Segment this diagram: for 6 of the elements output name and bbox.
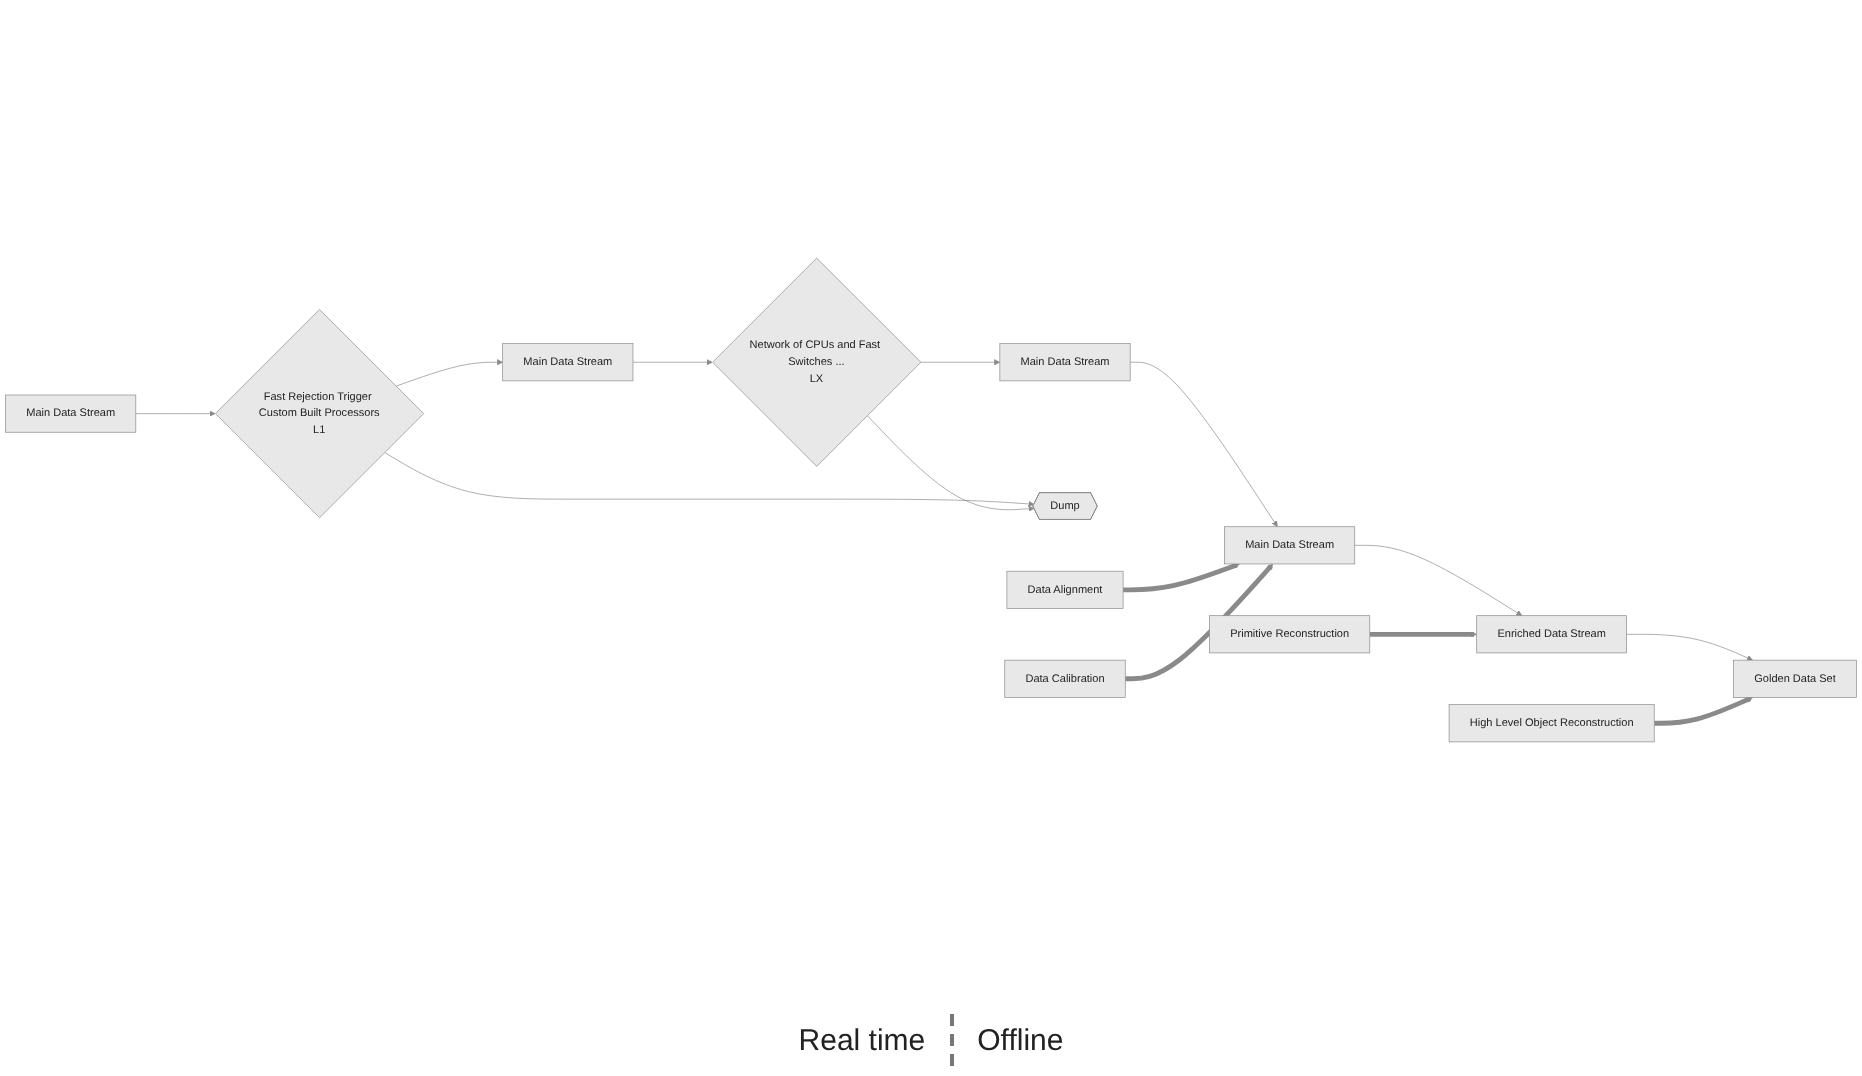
arrow: [1123, 562, 1240, 593]
arrow: [1654, 696, 1753, 726]
section-label: Offline: [975, 1023, 1066, 1057]
arrow: [1125, 563, 1274, 682]
arrow: [1369, 631, 1477, 638]
section-label: Real time: [796, 1023, 928, 1057]
